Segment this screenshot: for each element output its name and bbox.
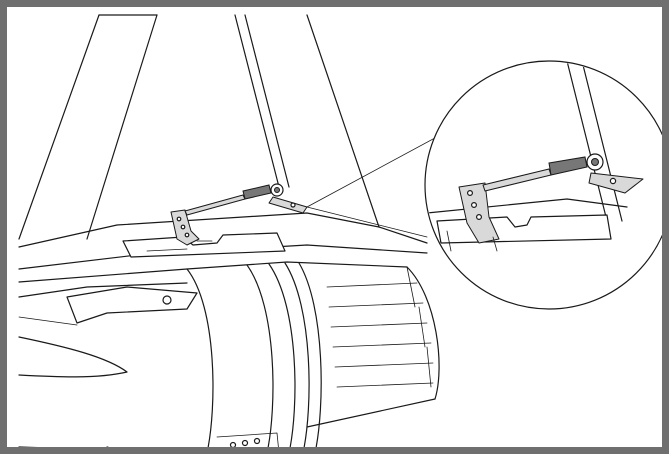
control-linkage: [170, 183, 308, 246]
rudder-horn: [268, 196, 308, 214]
detail-circle: [424, 60, 662, 310]
tail-fin: [18, 14, 380, 240]
fuselage-deck: [18, 212, 428, 270]
hinge-slot-panel: [122, 232, 286, 258]
fuselage-side: [18, 282, 279, 447]
assembly-illustration: [18, 14, 662, 447]
detail-control-horn: [458, 182, 500, 244]
engine-nozzle: [18, 261, 440, 447]
detail-clevis: [548, 156, 588, 176]
vent-opening: [18, 336, 128, 378]
air-scoop: [66, 286, 198, 324]
clevis: [242, 184, 272, 200]
detail-rudder-horn: [588, 172, 644, 194]
pushrod: [184, 194, 246, 216]
